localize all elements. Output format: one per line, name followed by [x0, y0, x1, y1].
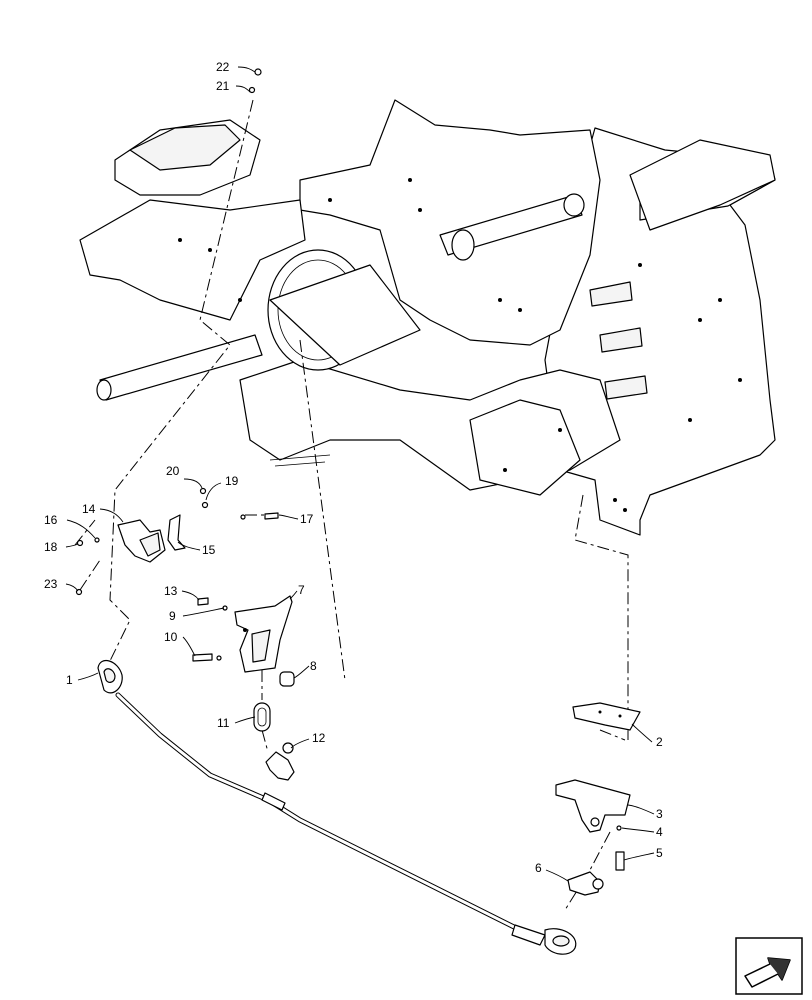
- callout-labels: 22 21 20 19 14 16 17 18 15 23 13 7 9 10 …: [44, 60, 663, 875]
- tether-cable: [97, 659, 577, 955]
- callout-12: 12: [312, 731, 326, 745]
- callout-leaders: [65, 66, 655, 882]
- callout-17: 17: [300, 512, 314, 526]
- mount-bracket-assembly: [75, 487, 279, 596]
- callout-20: 20: [166, 464, 180, 478]
- callout-15: 15: [202, 543, 216, 557]
- callout-10: 10: [164, 630, 178, 644]
- link-and-shackle: [253, 702, 295, 781]
- callout-4: 4: [656, 825, 663, 839]
- frame-holes: [178, 178, 742, 512]
- callout-9: 9: [169, 609, 176, 623]
- directional-arrow-icon: [735, 937, 803, 995]
- callout-21: 21: [216, 79, 230, 93]
- callout-16: 16: [44, 513, 58, 527]
- mounting-plate: [572, 702, 641, 731]
- clevis-pin: [567, 871, 604, 896]
- cable-bracket: [192, 595, 295, 687]
- top-fasteners: [248, 68, 262, 94]
- callout-2: 2: [656, 735, 663, 749]
- callout-14: 14: [82, 502, 96, 516]
- callout-22: 22: [216, 60, 230, 74]
- callout-19: 19: [225, 474, 239, 488]
- callout-13: 13: [164, 584, 178, 598]
- callout-23: 23: [44, 577, 58, 591]
- assembly-lines: [74, 99, 629, 911]
- callout-3: 3: [656, 807, 663, 821]
- chassis-frame: [79, 99, 776, 536]
- callout-11: 11: [217, 716, 230, 730]
- callout-1: 1: [66, 673, 73, 687]
- callout-18: 18: [44, 540, 58, 554]
- callout-8: 8: [310, 659, 317, 673]
- hook-bracket: [555, 779, 631, 871]
- callout-7: 7: [298, 583, 305, 597]
- callout-5: 5: [656, 846, 663, 860]
- callout-6: 6: [535, 861, 542, 875]
